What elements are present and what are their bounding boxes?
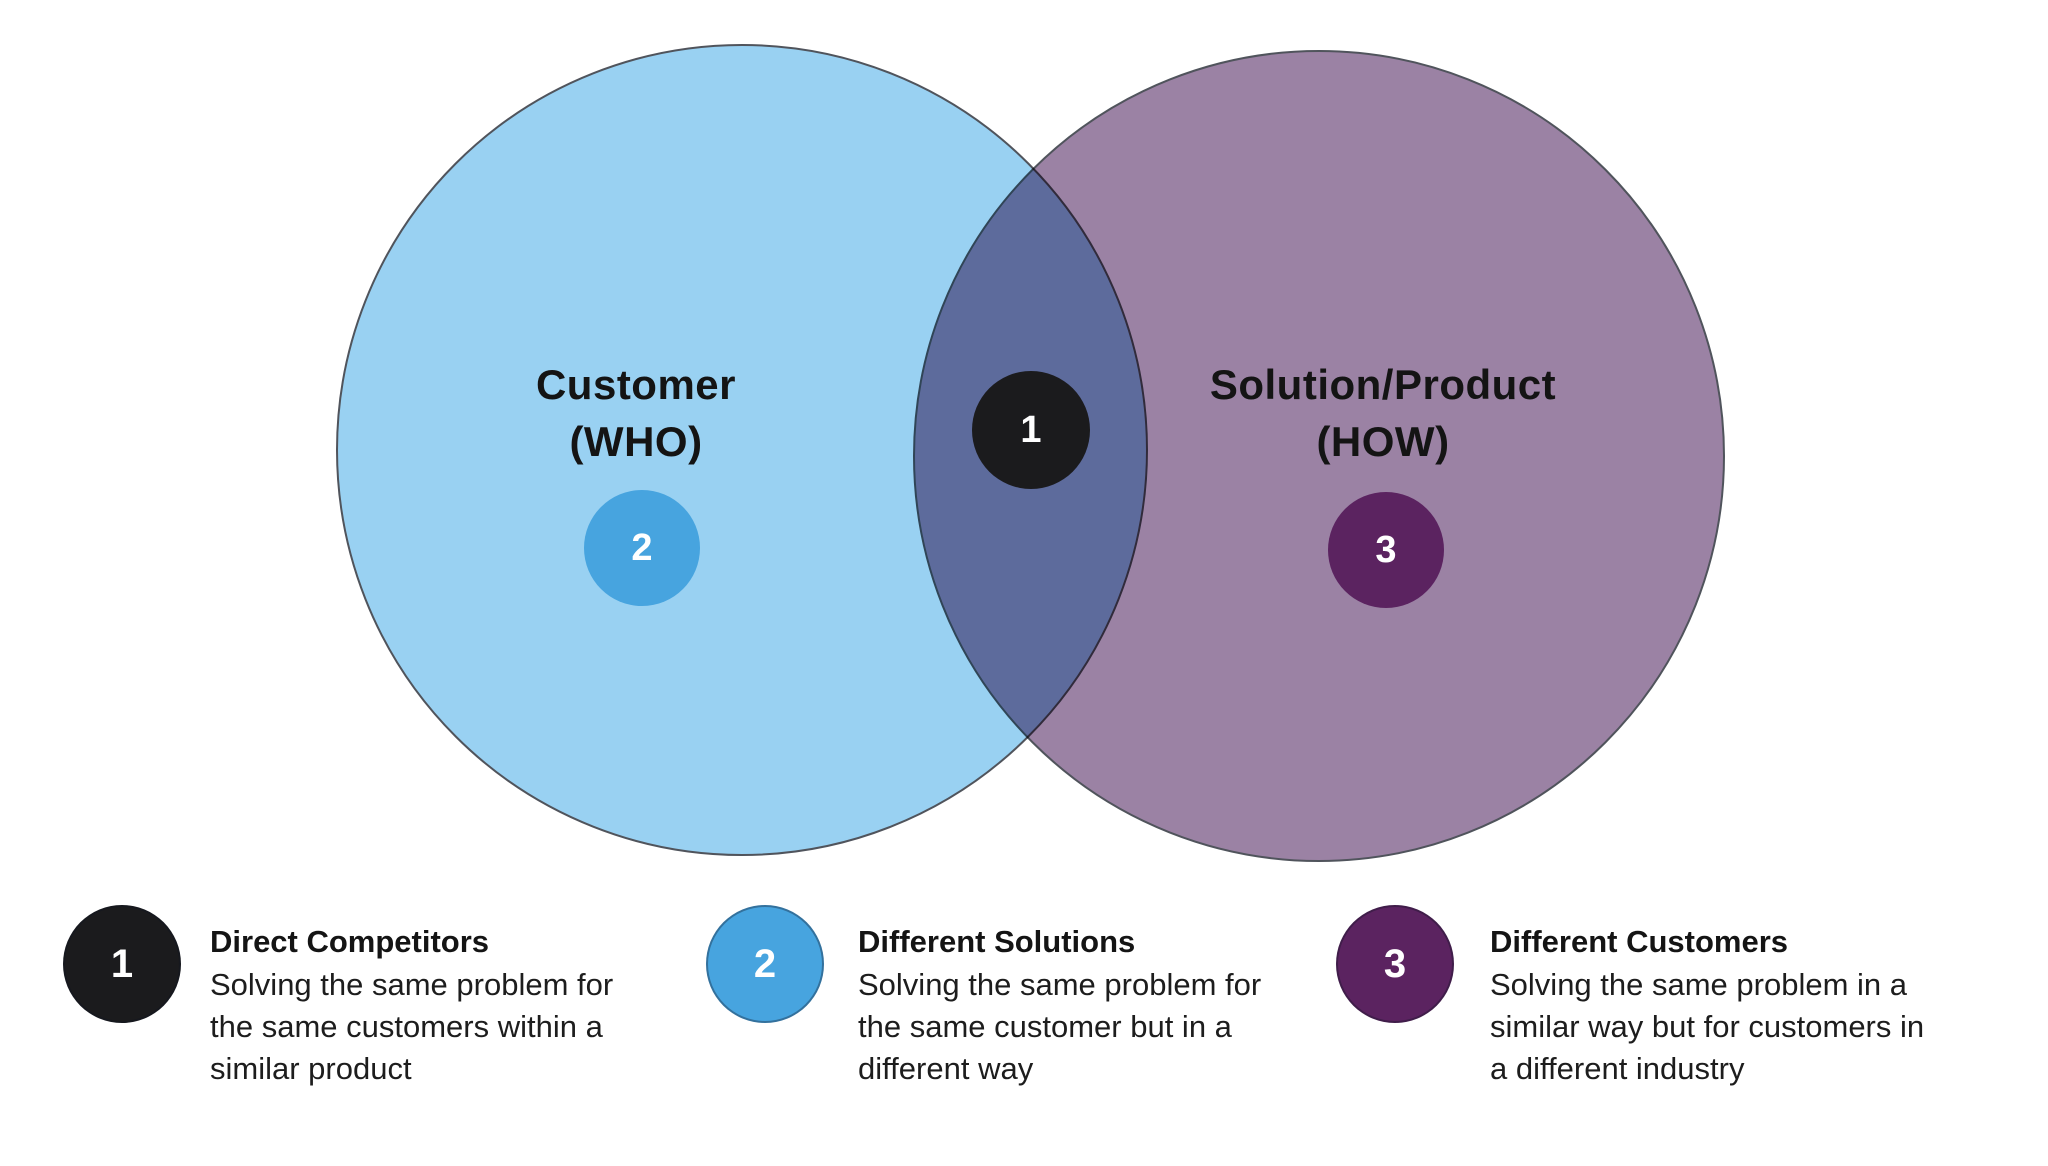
legend-text-1: Direct Competitors Solving the same prob…	[210, 920, 680, 1090]
venn-marker-2-number: 2	[631, 526, 653, 569]
legend-description-1: Solving the same problem for the same cu…	[210, 967, 614, 1086]
legend-badge-2-number: 2	[753, 941, 777, 986]
legend-badge-2: 2	[706, 905, 824, 1023]
legend-badge-3: 3	[1336, 905, 1454, 1023]
venn-marker-1-overlap: 1	[972, 371, 1090, 489]
legend-badge-3-number: 3	[1383, 941, 1407, 986]
legend-description-2: Solving the same problem for the same cu…	[858, 967, 1262, 1086]
legend-text-2: Different Solutions Solving the same pro…	[858, 920, 1328, 1090]
legend-text-3: Different Customers Solving the same pro…	[1490, 920, 2000, 1090]
venn-marker-1-number: 1	[1020, 408, 1042, 451]
legend-title-2: Different Solutions	[858, 924, 1136, 959]
legend-title-3: Different Customers	[1490, 924, 1788, 959]
legend-title-1: Direct Competitors	[210, 924, 490, 959]
legend-badge-1-number: 1	[110, 941, 134, 986]
venn-marker-2-customer: 2	[584, 490, 700, 606]
customer-circle-label: Customer (WHO)	[535, 361, 737, 465]
legend-badge-1: 1	[63, 905, 181, 1023]
legend-description-3: Solving the same problem in a similar wa…	[1490, 967, 1925, 1086]
venn-marker-3-solution: 3	[1328, 492, 1444, 608]
venn-marker-3-number: 3	[1375, 528, 1397, 571]
solution-circle-label: Solution/Product (HOW)	[1209, 361, 1557, 465]
